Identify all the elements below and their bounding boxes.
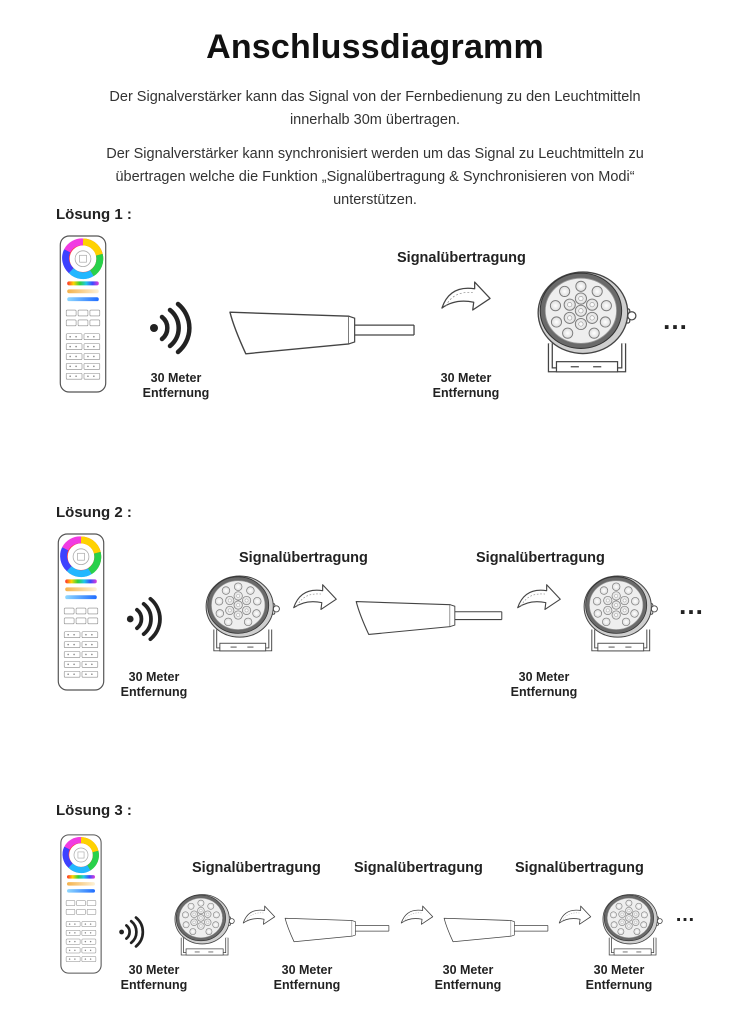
distance-label: 30 Meter Entfernung [99, 670, 209, 700]
distance-value: 30 Meter [128, 670, 180, 684]
continuation-dots: … [678, 590, 705, 620]
intro-line: unterstützen. [333, 192, 417, 208]
signal-transmission-label: Signalübertragung [239, 550, 368, 566]
wireless-signal-icon [148, 303, 188, 353]
continuation-dots: … [662, 305, 689, 335]
intro-line: Der Signalverstärker kann das Signal von… [109, 89, 641, 105]
distance-value: 30 Meter [281, 963, 333, 977]
led-spotlight-icon [204, 574, 282, 653]
curved-arrow-icon [400, 905, 434, 925]
distance-label: 30 Meter Entfernung [564, 963, 674, 993]
solution-1-label: Lösung 1 : [56, 206, 132, 223]
distance-label: 30 Meter Entfernung [252, 963, 362, 993]
remote-control-icon [55, 533, 107, 691]
distance-value: 30 Meter [150, 371, 202, 385]
intro-paragraph-1: Der Signalverstärker kann das Signal von… [40, 86, 710, 132]
led-spotlight-icon [582, 574, 660, 653]
distance-value: 30 Meter [128, 963, 180, 977]
distance-value: 30 Meter [440, 371, 492, 385]
signal-amplifier-icon [355, 601, 503, 635]
curved-arrow-icon [293, 584, 337, 610]
page-title: Anschlussdiagramm [206, 28, 544, 66]
distance-unit: Entfernung [432, 386, 500, 400]
curved-arrow-icon [441, 281, 491, 311]
signal-transmission-label: Signalübertragung [354, 860, 483, 876]
distance-label: 30 Meter Entfernung [411, 371, 521, 401]
curved-arrow-icon [517, 584, 561, 610]
remote-control-icon [55, 834, 107, 974]
signal-amplifier-icon [284, 917, 390, 943]
distance-label: 30 Meter Entfernung [99, 963, 209, 993]
signal-amplifier-icon [443, 917, 549, 943]
distance-unit: Entfernung [273, 978, 341, 992]
continuation-dots: … [675, 904, 696, 926]
intro-line: übertragen welche die Funktion „Signalüb… [115, 169, 635, 185]
distance-unit: Entfernung [120, 978, 188, 992]
remote-control-icon [55, 235, 111, 393]
distance-value: 30 Meter [442, 963, 494, 977]
intro-paragraph-2: Der Signalverstärker kann synchronisiert… [40, 143, 710, 212]
signal-amplifier-icon [229, 311, 415, 355]
signal-transmission-label: Signalübertragung [476, 550, 605, 566]
curved-arrow-icon [558, 905, 592, 925]
distance-label: 30 Meter Entfernung [489, 670, 599, 700]
led-spotlight-icon [601, 892, 664, 957]
led-spotlight-icon [173, 892, 236, 957]
led-spotlight-icon [530, 268, 642, 380]
signal-transmission-label: Signalübertragung [397, 250, 526, 266]
distance-unit: Entfernung [120, 685, 188, 699]
solution-3-label: Lösung 3 : [56, 802, 132, 819]
distance-unit: Entfernung [434, 978, 502, 992]
wireless-signal-icon [117, 916, 145, 948]
solution-2-label: Lösung 2 : [56, 504, 132, 521]
distance-label: 30 Meter Entfernung [413, 963, 523, 993]
distance-value: 30 Meter [518, 670, 570, 684]
curved-arrow-icon [242, 905, 276, 925]
distance-unit: Entfernung [510, 685, 578, 699]
distance-label: 30 Meter Entfernung [121, 371, 231, 401]
intro-line: innerhalb 30m übertragen. [289, 112, 461, 128]
wireless-signal-icon [124, 596, 162, 642]
intro-line: Der Signalverstärker kann synchronisiert… [106, 146, 644, 162]
distance-value: 30 Meter [593, 963, 645, 977]
signal-transmission-label: Signalübertragung [515, 860, 644, 876]
signal-transmission-label: Signalübertragung [192, 860, 321, 876]
distance-unit: Entfernung [142, 386, 210, 400]
distance-unit: Entfernung [585, 978, 653, 992]
